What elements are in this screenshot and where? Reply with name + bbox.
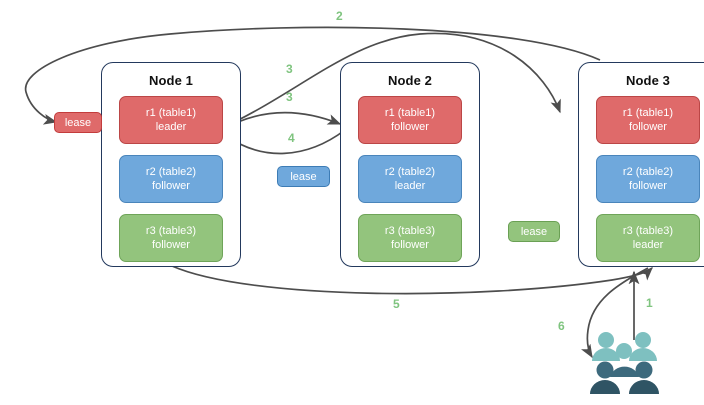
step-label-6: 6	[558, 319, 565, 333]
replica-role: follower	[629, 180, 667, 192]
replica-role: follower	[152, 180, 190, 192]
replica-node2-r1[interactable]: r1 (table1) follower	[358, 96, 462, 144]
replica-node3-r1[interactable]: r1 (table1) follower	[596, 96, 700, 144]
replica-node3-r2[interactable]: r2 (table2) follower	[596, 155, 700, 203]
lease-chip-table2[interactable]: lease	[277, 166, 330, 187]
replica-node2-r3[interactable]: r3 (table3) follower	[358, 214, 462, 262]
node-title-3: Node 3	[626, 73, 670, 88]
replica-node1-r1[interactable]: r1 (table1) leader	[119, 96, 223, 144]
step-label-1: 1	[646, 296, 653, 310]
replica-role: leader	[155, 121, 187, 133]
step-label-3-node2: 3	[286, 90, 293, 104]
replica-role: follower	[391, 121, 429, 133]
replica-name: r3 (table3)	[622, 225, 674, 237]
replica-node1-r3[interactable]: r3 (table3) follower	[119, 214, 223, 262]
replica-name: r2 (table2)	[145, 166, 197, 178]
replica-name: r3 (table3)	[145, 225, 197, 237]
lease-chip-table1[interactable]: lease	[54, 112, 102, 133]
replica-name: r3 (table3)	[384, 225, 436, 237]
node-card-2[interactable]: Node 2 r1 (table1) follower r2 (table2) …	[340, 62, 480, 267]
node-title-1: Node 1	[149, 73, 193, 88]
replica-name: r1 (table1)	[622, 107, 674, 119]
edge-5-node1-to-node3	[171, 265, 653, 295]
step-label-5: 5	[393, 297, 400, 311]
replica-node1-r2[interactable]: r2 (table2) follower	[119, 155, 223, 203]
step-label-2: 2	[336, 9, 343, 23]
replica-name: r2 (table2)	[622, 166, 674, 178]
users-icon	[590, 332, 659, 394]
replica-node3-r3[interactable]: r3 (table3) leader	[596, 214, 700, 262]
replica-role: follower	[629, 121, 667, 133]
edge-4-node2r1-to-node1r1	[226, 129, 346, 155]
replica-name: r1 (table1)	[145, 107, 197, 119]
node-card-1[interactable]: Node 1 r1 (table1) leader r2 (table2) fo…	[101, 62, 241, 267]
lease-chip-table3[interactable]: lease	[508, 221, 560, 242]
step-label-3-node3: 3	[286, 62, 293, 76]
node-card-3[interactable]: Node 3 r1 (table1) follower r2 (table2) …	[578, 62, 704, 267]
node-title-2: Node 2	[388, 73, 432, 88]
replica-name: r2 (table2)	[384, 166, 436, 178]
replica-name: r1 (table1)	[384, 107, 436, 119]
step-label-4: 4	[288, 131, 295, 145]
replica-role: leader	[632, 239, 664, 251]
replica-role: follower	[391, 239, 429, 251]
replica-role: leader	[394, 180, 426, 192]
replica-role: follower	[152, 239, 190, 251]
replica-node2-r2[interactable]: r2 (table2) leader	[358, 155, 462, 203]
